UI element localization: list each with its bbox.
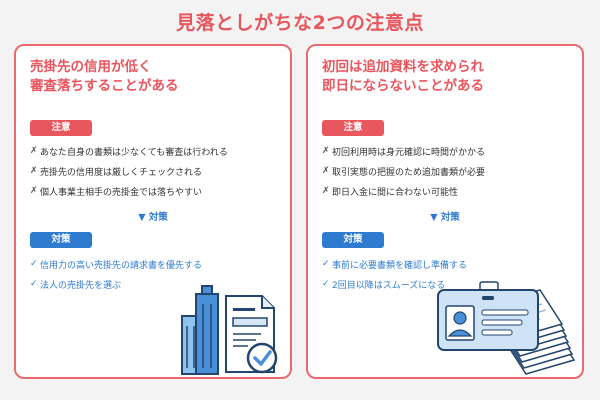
measure-badge: 対策	[322, 232, 384, 248]
building-and-approved-document-icon	[181, 285, 278, 375]
cross-mark-icon: ✗	[322, 146, 330, 156]
measure-badge: 対策	[30, 232, 92, 248]
caution-text: 売掛先の信用度は厳しくチェックされる	[40, 167, 203, 178]
measure-item: ✓事前に必要書類を確認し準備する	[322, 254, 580, 274]
caution-item: ✗個人事業主相手の売掛金では落ちやすい	[30, 181, 288, 201]
caution-badge: 注意	[322, 120, 384, 136]
check-mark-icon: ✓	[30, 259, 38, 269]
caution-item: ✗あなた自身の書類は少なくても審査は行われる	[30, 141, 288, 161]
cross-mark-icon: ✗	[30, 146, 38, 156]
measure-arrow-label: ▼ 対策	[430, 212, 460, 223]
measure-text: 事前に必要書類を確認し準備する	[332, 260, 468, 271]
caution-list: ✗初回利用時は身元確認に時間がかかる ✗取引実態の把握のため追加書類が必要 ✗即…	[322, 141, 580, 201]
measure-item: ✓2回目以降はスムーズになる	[322, 274, 580, 294]
cross-mark-icon: ✗	[30, 166, 38, 176]
caution-item: ✗取引実態の把握のため追加書類が必要	[322, 161, 580, 181]
measure-text: 信用力の高い売掛先の請求書を優先する	[40, 260, 203, 271]
measure-list: ✓事前に必要書類を確認し準備する ✓2回目以降はスムーズになる	[322, 254, 580, 294]
caution-text: あなた自身の書類は少なくても審査は行われる	[40, 147, 228, 158]
cross-mark-icon: ✗	[30, 186, 38, 196]
caution-item: ✗売掛先の信用度は厳しくチェックされる	[30, 161, 288, 181]
caution-text: 初回利用時は身元確認に時間がかかる	[332, 147, 486, 158]
caution-text: 即日入金に間に合わない可能性	[332, 187, 459, 198]
check-mark-icon: ✓	[30, 279, 38, 289]
page-title: 見落としがちな2つの注意点	[176, 12, 424, 34]
measure-arrow-label: ▼ 対策	[138, 212, 168, 223]
measure-item: ✓法人の売掛先を選ぶ	[30, 274, 288, 294]
measure-text: 2回目以降はスムーズになる	[332, 280, 446, 291]
id-card-and-document-stack-icon	[437, 281, 576, 375]
card-title-line: 即日にならないことがある	[322, 78, 484, 94]
measure-list: ✓信用力の高い売掛先の請求書を優先する ✓法人の売掛先を選ぶ	[30, 254, 288, 294]
caution-list: ✗あなた自身の書類は少なくても審査は行われる ✗売掛先の信用度は厳しくチェックさ…	[30, 141, 288, 201]
card-title-line: 売掛先の信用が低く	[30, 59, 152, 75]
card-title-line: 審査落ちすることがある	[30, 78, 179, 94]
caution-item: ✗即日入金に間に合わない可能性	[322, 181, 580, 201]
measure-item: ✓信用力の高い売掛先の請求書を優先する	[30, 254, 288, 274]
card-title: 売掛先の信用が低く 審査落ちすることがある	[30, 58, 280, 96]
caution-card-2: 初回は追加資料を求められ 即日にならないことがある 注意 ✗初回利用時は身元確認…	[306, 44, 584, 379]
caution-text: 取引実態の把握のため追加書類が必要	[332, 167, 486, 178]
check-mark-icon: ✓	[322, 259, 330, 269]
cross-mark-icon: ✗	[322, 186, 330, 196]
caution-card-1: 売掛先の信用が低く 審査落ちすることがある 注意 ✗あなた自身の書類は少なくても…	[14, 44, 292, 379]
cross-mark-icon: ✗	[322, 166, 330, 176]
caution-badge: 注意	[30, 120, 92, 136]
card-title: 初回は追加資料を求められ 即日にならないことがある	[322, 58, 572, 96]
card-title-line: 初回は追加資料を求められ	[322, 59, 484, 75]
caution-item: ✗初回利用時は身元確認に時間がかかる	[322, 141, 580, 161]
check-mark-icon: ✓	[322, 279, 330, 289]
caution-text: 個人事業主相手の売掛金では落ちやすい	[40, 187, 203, 198]
measure-text: 法人の売掛先を選ぶ	[40, 280, 122, 291]
